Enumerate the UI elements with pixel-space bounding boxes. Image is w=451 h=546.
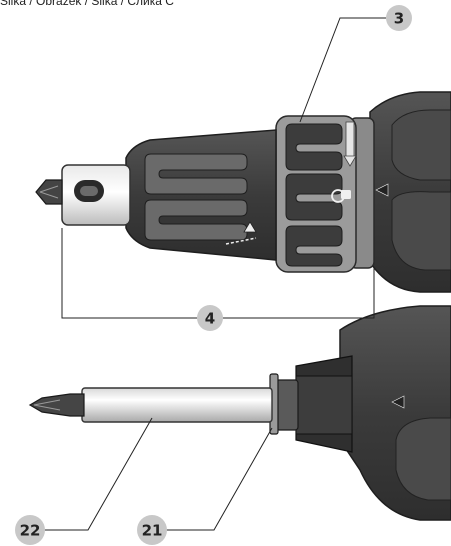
callout-22-badge (15, 515, 45, 545)
callout-4-badge (197, 305, 223, 331)
direction-marker-icon (375, 183, 389, 197)
callout-4-label: 4 (205, 310, 215, 328)
callout-21-label: 21 (142, 522, 163, 540)
tighten-arrow-icon (225, 221, 257, 245)
direction-marker-icon-bottom (391, 395, 405, 409)
callout-21-leader (166, 427, 273, 531)
figure-caption: Slika / Obrázek / Slika / Слика C (0, 0, 174, 8)
bit-holder-adapter (275, 379, 299, 431)
screwdriver-bit-top (35, 179, 63, 205)
callout-22-leader (42, 417, 153, 531)
callout-22-label: 22 (20, 522, 41, 540)
unlock-arrow-icon (343, 121, 357, 167)
screwdriver-bit-bottom (28, 393, 85, 417)
drill-top-assembly (35, 91, 451, 293)
callout-21-badge (137, 515, 167, 545)
drill-bottom-assembly (28, 305, 451, 521)
lock-icon (331, 189, 351, 203)
callout-3-leader (299, 17, 386, 123)
callout-3-label: 3 (394, 10, 404, 28)
callout-3-badge (386, 5, 412, 31)
extension-rod (81, 387, 273, 423)
